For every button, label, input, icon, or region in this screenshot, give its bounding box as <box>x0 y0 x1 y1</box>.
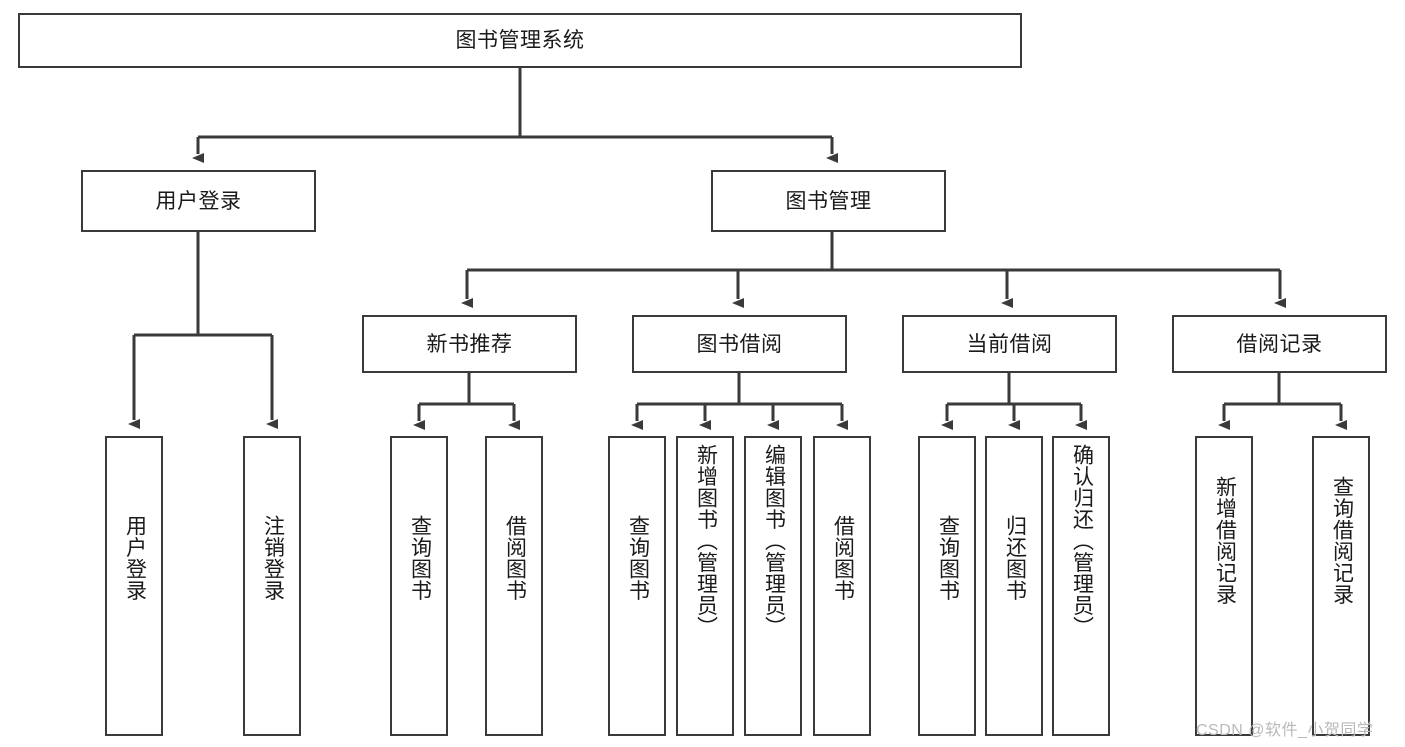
node-book-management[interactable]: 图书管理 <box>711 170 946 232</box>
node-label: 查询图书 <box>408 515 432 601</box>
node-label: 编辑图书（管理员） <box>762 444 786 638</box>
node-label: 新增借阅记录 <box>1213 476 1237 605</box>
leaf-current-borrow-confirm-return-admin[interactable]: 确认归还（管理员） <box>1052 436 1110 736</box>
leaf-user-login-logout[interactable]: 注销登录 <box>243 436 301 736</box>
node-label: 借阅图书 <box>831 515 855 601</box>
node-label: 借阅图书 <box>503 515 527 601</box>
leaf-book-borrow-borrow-book[interactable]: 借阅图书 <box>813 436 871 736</box>
node-book-borrow[interactable]: 图书借阅 <box>632 315 847 373</box>
node-label: 图书管理系统 <box>455 29 585 52</box>
leaf-current-borrow-query-book[interactable]: 查询图书 <box>918 436 976 736</box>
leaf-book-borrow-add-book-admin[interactable]: 新增图书（管理员） <box>676 436 734 736</box>
node-label: 查询图书 <box>626 515 650 601</box>
node-root-book-management-system[interactable]: 图书管理系统 <box>18 13 1022 68</box>
node-new-book-recommend[interactable]: 新书推荐 <box>362 315 577 373</box>
node-label: 新增图书（管理员） <box>694 444 718 638</box>
leaf-borrow-record-query-record[interactable]: 查询借阅记录 <box>1312 436 1370 736</box>
node-label: 新书推荐 <box>426 332 513 356</box>
node-label: 图书管理 <box>785 189 872 213</box>
node-label: 归还图书 <box>1003 515 1027 601</box>
node-label: 当前借阅 <box>966 332 1053 356</box>
node-label: 查询借阅记录 <box>1330 476 1354 605</box>
node-label: 用户登录 <box>155 189 242 213</box>
leaf-borrow-record-add-record[interactable]: 新增借阅记录 <box>1195 436 1253 736</box>
node-label: 用户登录 <box>123 515 147 601</box>
node-label: 查询图书 <box>936 515 960 601</box>
leaf-user-login-login[interactable]: 用户登录 <box>105 436 163 736</box>
node-user-login[interactable]: 用户登录 <box>81 170 316 232</box>
watermark-text: CSDN @软件_小贺同学 <box>1196 722 1374 739</box>
leaf-new-book-query-book[interactable]: 查询图书 <box>390 436 448 736</box>
node-current-borrow[interactable]: 当前借阅 <box>902 315 1117 373</box>
node-label: 注销登录 <box>261 515 285 601</box>
leaf-new-book-borrow-book[interactable]: 借阅图书 <box>485 436 543 736</box>
node-label: 确认归还（管理员） <box>1070 444 1094 638</box>
node-label: 图书借阅 <box>696 332 783 356</box>
node-label: 借阅记录 <box>1236 332 1323 356</box>
leaf-current-borrow-return-book[interactable]: 归还图书 <box>985 436 1043 736</box>
leaf-book-borrow-edit-book-admin[interactable]: 编辑图书（管理员） <box>744 436 802 736</box>
leaf-book-borrow-query-book[interactable]: 查询图书 <box>608 436 666 736</box>
node-borrow-record[interactable]: 借阅记录 <box>1172 315 1387 373</box>
